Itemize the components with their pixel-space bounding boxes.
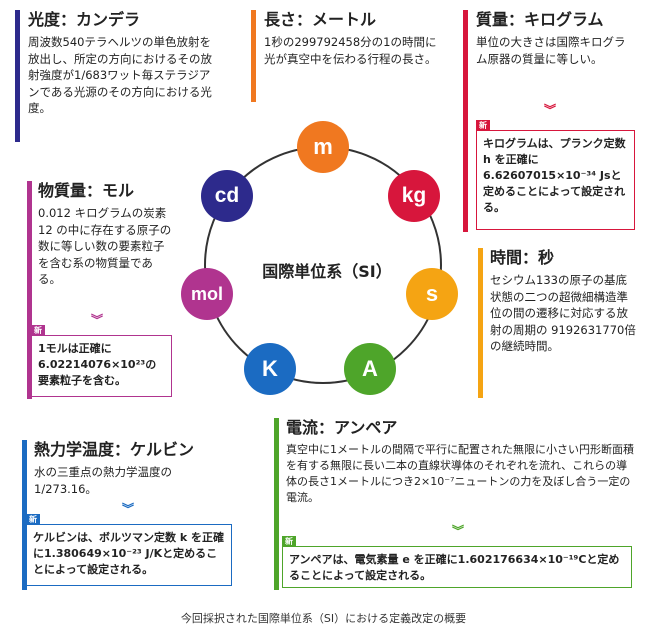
second-symbol-circle: s bbox=[406, 268, 458, 320]
kelvin-new-definition: ケルビンは、ボルツマン定数 k を正確に1.380649×10⁻²³ J/Kと定… bbox=[26, 524, 232, 586]
kelvin-description: 水の三重点の熱力学温度の1/273.16。 bbox=[34, 465, 172, 496]
chevron-down-icon: ︾ bbox=[544, 103, 557, 117]
center-label: 国際単位系（SI） bbox=[262, 262, 392, 281]
chevron-down-icon: ︾ bbox=[122, 502, 135, 516]
ampere-symbol-circle: A bbox=[344, 343, 396, 395]
kelvin-symbol-circle: K bbox=[244, 343, 296, 395]
mole-new-definition: 1モルは正確に6.02214076×10²³の要素粒子を含む。 bbox=[31, 335, 172, 397]
chevron-down-icon: ︾ bbox=[91, 313, 104, 327]
kelvin-panel: 熱力学温度：ケルビン 水の三重点の熱力学温度の1/273.16。 ︾ 新 ケルビ… bbox=[22, 440, 234, 590]
meter-panel: 長さ：メートル 1秒の299792458分の1の時間に光が真空中を伝わる行程の長… bbox=[251, 10, 439, 102]
kilogram-title: 質量：キログラム bbox=[476, 10, 604, 29]
kelvin-title: 熱力学温度：ケルビン bbox=[34, 440, 195, 459]
ampere-description: 真空中に1メートルの間隔で平行に配置された無限に小さい円形断面積を有する無限に長… bbox=[286, 443, 634, 504]
kilogram-symbol-circle: kg bbox=[388, 170, 440, 222]
mole-panel: 物質量：モル 0.012 キログラムの炭素 12 の中に存在する原子の数に等しい… bbox=[27, 181, 172, 399]
candela-panel: 光度：カンデラ 周波数540テラヘルツの単色放射を放出し、所定の方向におけるその… bbox=[15, 10, 215, 142]
second-title: 時間：秒 bbox=[490, 248, 555, 267]
second-description: セシウム133の原子の基底状態の二つの超微細構造準位の間の遷移に対応する放射の周… bbox=[490, 273, 636, 353]
new-tag: 新 bbox=[476, 120, 490, 131]
meter-title: 長さ：メートル bbox=[264, 10, 377, 29]
second-panel: 時間：秒 セシウム133の原子の基底状態の二つの超微細構造準位の間の遷移に対応す… bbox=[478, 248, 636, 398]
mole-title: 物質量：モル bbox=[38, 181, 135, 200]
candela-description: 周波数540テラヘルツの単色放射を放出し、所定の方向におけるその放射強度が1/6… bbox=[28, 35, 212, 115]
ampere-title: 電流：アンペア bbox=[286, 418, 398, 437]
candela-title: 光度：カンデラ bbox=[28, 10, 141, 29]
chevron-down-icon: ︾ bbox=[452, 524, 465, 538]
ampere-panel: 電流：アンペア 真空中に1メートルの間隔で平行に配置された無限に小さい円形断面積… bbox=[274, 418, 634, 590]
mole-symbol-circle: mol bbox=[181, 268, 233, 320]
new-tag: 新 bbox=[282, 536, 296, 547]
ampere-new-definition: アンペアは、電気素量 e を正確に1.602176634×10⁻¹⁹Cと定めるこ… bbox=[282, 546, 632, 588]
kilogram-panel: 質量：キログラム 単位の大きさは国際キログラム原器の質量に等しい。 ︾ 新 キロ… bbox=[463, 10, 635, 232]
meter-symbol-circle: m bbox=[297, 121, 349, 173]
figure-caption: 今回採択された国際単位系（SI）における定義改定の概要 bbox=[180, 612, 467, 625]
kilogram-new-definition: キログラムは、プランク定数 h を正確に6.62607015×10⁻³⁴ Jsと… bbox=[476, 130, 635, 230]
mole-description: 0.012 キログラムの炭素 12 の中に存在する原子の数に等しい数の要素粒子を… bbox=[38, 206, 172, 286]
meter-description: 1秒の299792458分の1の時間に光が真空中を伝わる行程の長さ。 bbox=[264, 35, 437, 66]
candela-symbol-circle: cd bbox=[201, 170, 253, 222]
new-tag: 新 bbox=[26, 514, 40, 525]
new-tag: 新 bbox=[31, 325, 45, 336]
kilogram-description: 単位の大きさは国際キログラム原器の質量に等しい。 bbox=[476, 35, 626, 66]
